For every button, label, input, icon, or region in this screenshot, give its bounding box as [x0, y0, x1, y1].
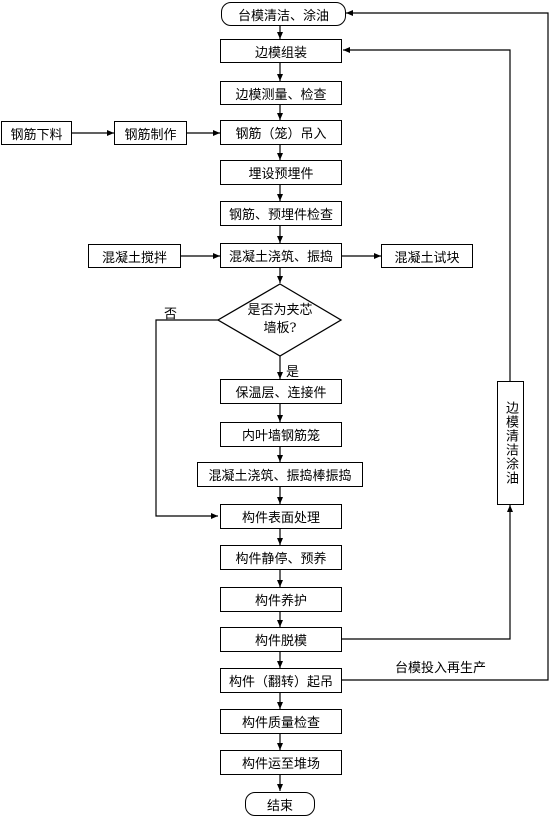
step-curing: 构件养护 — [220, 587, 342, 612]
decision-diamond — [216, 283, 343, 357]
decision-label: 是否为夹芯 墙板? — [230, 302, 330, 338]
step-inner-leaf-cage: 内叶墙钢筋笼 — [220, 422, 342, 447]
step-concrete-test-block: 混凝土试块 — [381, 244, 473, 268]
step-rebar-fabrication: 钢筋制作 — [114, 121, 187, 145]
step-embed-parts: 埋设预埋件 — [220, 160, 342, 185]
step-surface-treatment: 构件表面处理 — [220, 504, 342, 529]
step-edge-form-assembly: 边模组装 — [220, 39, 342, 63]
step-pallet-clean: 台模清洁、涂油 — [221, 2, 346, 26]
arrow-s16-s1 — [341, 10, 549, 681]
arrow-decision-no — [155, 319, 218, 519]
step-edge-form-clean: 边模清洁涂油 — [497, 381, 524, 505]
note-pallet-reuse: 台模投入再生产 — [395, 661, 487, 676]
arrow-s15-edgeclean — [341, 505, 513, 640]
step-concrete-pour: 混凝土浇筑、振捣 — [220, 243, 342, 268]
step-transport-yard: 构件运至堆场 — [220, 750, 342, 775]
step-end: 结束 — [245, 792, 315, 816]
step-static-precure: 构件静停、预养 — [220, 545, 342, 570]
step-concrete-mixing: 混凝土搅拌 — [88, 244, 181, 268]
step-insulation-connectors: 保温层、连接件 — [220, 379, 342, 404]
step-rebar-cutting: 钢筋下料 — [1, 121, 72, 145]
step-rebar-cage-lift: 钢筋（笼）吊入 — [220, 120, 342, 145]
step-flip-lift: 构件（翻转）起吊 — [220, 668, 342, 693]
step-quality-check: 构件质量检查 — [220, 709, 342, 734]
step-edge-form-clean-label: 边模清洁涂油 — [503, 401, 518, 485]
step-rebar-embed-check: 钢筋、预埋件检查 — [220, 201, 342, 226]
decision-yes-label: 是 — [286, 365, 300, 380]
decision-line-2: 墙板? — [263, 321, 297, 336]
step-edge-form-measure: 边模测量、检查 — [220, 81, 342, 105]
decision-no-label: 否 — [164, 307, 178, 322]
arrow-edgeclean-s2 — [343, 47, 511, 381]
step-concrete-vibrate: 混凝土浇筑、振捣棒振捣 — [197, 462, 363, 487]
decision-line-1: 是否为夹芯 — [247, 303, 313, 318]
step-demould: 构件脱模 — [220, 627, 342, 652]
